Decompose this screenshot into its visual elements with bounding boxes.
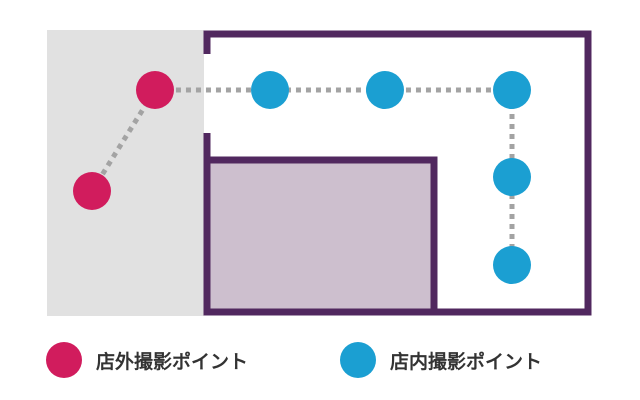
legend-outside: 店外撮影ポイント	[46, 336, 248, 384]
inside-point	[493, 71, 531, 109]
inside-point	[366, 71, 404, 109]
outside-area	[47, 30, 204, 316]
legend-inside: 店内撮影ポイント	[340, 336, 542, 384]
inside-point	[493, 158, 531, 196]
store-wall	[203, 30, 592, 316]
legend-outside-label: 店外撮影ポイント	[96, 350, 249, 373]
inside-point-marker	[340, 342, 376, 378]
inside-point	[493, 246, 531, 284]
legend-inside-label: 店内撮影ポイント	[390, 350, 543, 373]
outside-point-marker	[46, 342, 82, 378]
outside-point	[136, 71, 174, 109]
inner-room	[210, 163, 431, 309]
outside-point	[73, 172, 111, 210]
inside-point	[251, 71, 289, 109]
